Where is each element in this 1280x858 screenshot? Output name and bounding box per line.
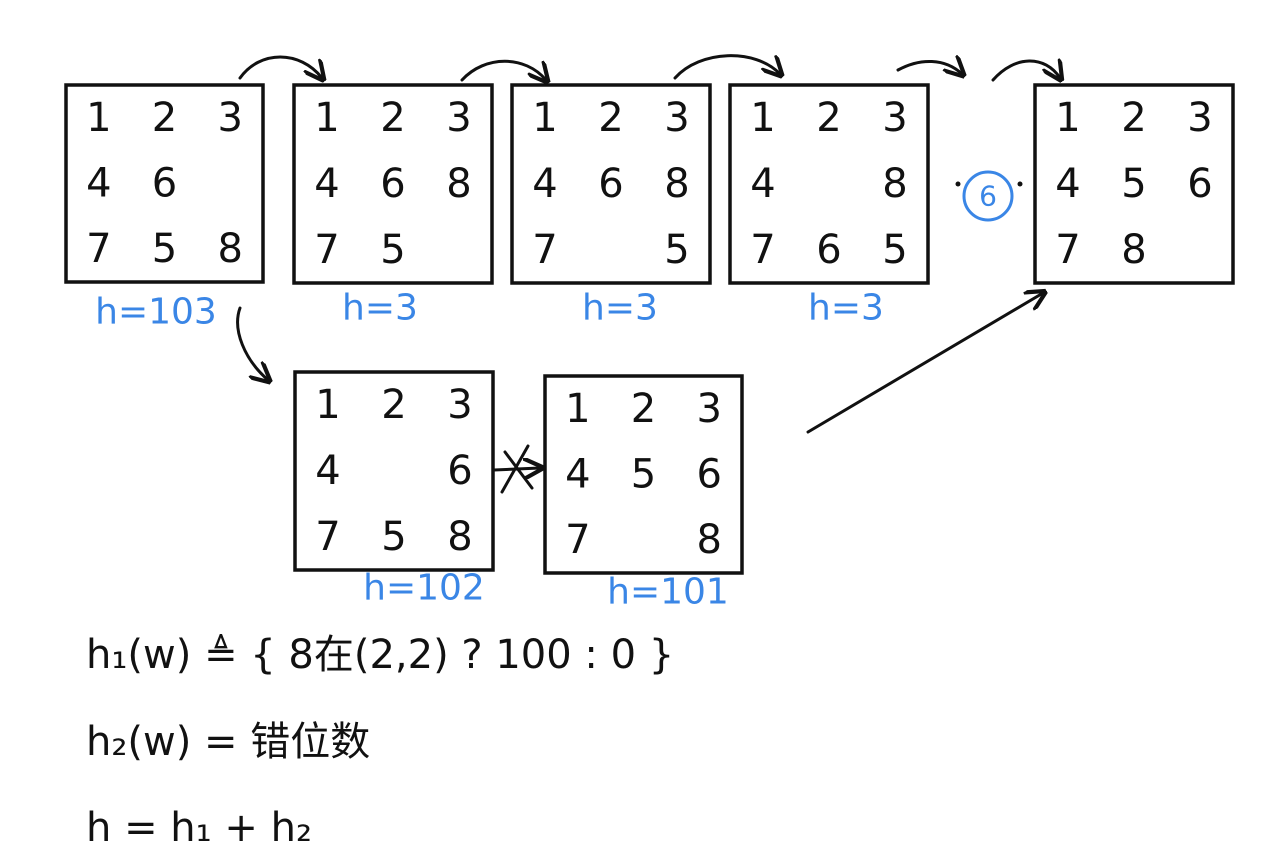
arrow-down2-to-goal <box>806 293 1043 434</box>
tile-4: 4 <box>314 161 339 207</box>
tile-6: 6 <box>816 227 841 273</box>
tile-7: 7 <box>750 227 775 273</box>
board-frame <box>292 83 494 285</box>
heuristic-label: h=101 <box>607 572 729 613</box>
tile-6: 6 <box>696 452 721 498</box>
tile-7: 7 <box>1055 227 1080 273</box>
tile-5: 5 <box>664 227 689 273</box>
tile-5: 5 <box>631 452 656 498</box>
board-frame <box>728 83 930 285</box>
arrow-step3-to-ellipsis <box>896 61 962 74</box>
tile-2: 2 <box>381 382 406 428</box>
tile-1: 1 <box>314 95 339 141</box>
tile-2: 2 <box>1121 95 1146 141</box>
tile-2: 2 <box>816 95 841 141</box>
tile-5: 5 <box>1121 161 1146 207</box>
heuristic-label: h=3 <box>582 288 658 329</box>
tile-8: 8 <box>447 514 472 560</box>
tile-3: 3 <box>217 95 242 141</box>
tile-6: 6 <box>380 161 405 207</box>
tile-4: 4 <box>1055 161 1080 207</box>
tile-5: 5 <box>882 227 907 273</box>
tile-1: 1 <box>750 95 775 141</box>
tile-5: 5 <box>380 227 405 273</box>
board-frame <box>293 370 495 572</box>
formulas: h₁(w) ≜ { 8在(2,2) ? 100 : 0 } h₂(w) = 错位… <box>86 632 674 851</box>
tile-4: 4 <box>532 161 557 207</box>
tile-8: 8 <box>217 226 242 272</box>
formula-h1: h₁(w) ≜ { 8在(2,2) ? 100 : 0 } <box>86 632 674 678</box>
tile-2: 2 <box>598 95 623 141</box>
arrow-start-to-down1 <box>236 306 268 380</box>
tile-5: 5 <box>152 226 177 272</box>
tile-3: 3 <box>447 382 472 428</box>
formula-h: h = h₁ + h₂ <box>86 805 312 851</box>
arrow-step1-to-step2 <box>460 59 546 80</box>
tile-4: 4 <box>565 452 590 498</box>
tile-1: 1 <box>565 386 590 432</box>
transition-arrows <box>236 54 1060 494</box>
tile-6: 6 <box>598 161 623 207</box>
board-frame <box>510 83 712 285</box>
tile-7: 7 <box>565 517 590 563</box>
tile-6: 6 <box>1187 161 1212 207</box>
tile-5: 5 <box>381 514 406 560</box>
tile-1: 1 <box>532 95 557 141</box>
ellipsis-dot-right <box>1017 181 1023 187</box>
arrow-ellipsis-to-goal <box>991 61 1060 80</box>
arrow-start-to-step1 <box>238 55 322 78</box>
tile-8: 8 <box>1121 227 1146 273</box>
tile-4: 4 <box>315 448 340 494</box>
tile-8: 8 <box>882 161 907 207</box>
tile-7: 7 <box>86 226 111 272</box>
tile-2: 2 <box>631 386 656 432</box>
tile-7: 7 <box>314 227 339 273</box>
cross-mark <box>500 444 534 494</box>
tile-7: 7 <box>315 514 340 560</box>
tile-7: 7 <box>532 227 557 273</box>
tile-8: 8 <box>696 517 721 563</box>
ellipsis-count-circle <box>962 170 1014 222</box>
tile-1: 1 <box>315 382 340 428</box>
tile-2: 2 <box>380 95 405 141</box>
tile-8: 8 <box>446 161 471 207</box>
board-frame <box>1033 83 1235 285</box>
tile-6: 6 <box>152 161 177 207</box>
arrow-step2-to-step3 <box>673 54 780 78</box>
tile-4: 4 <box>86 161 111 207</box>
tile-6: 6 <box>447 448 472 494</box>
heuristic-label: h=3 <box>808 288 884 329</box>
tile-4: 4 <box>750 161 775 207</box>
tile-2: 2 <box>152 95 177 141</box>
formula-h2: h₂(w) = 错位数 <box>86 719 370 765</box>
tile-3: 3 <box>1187 95 1212 141</box>
ellipsis-count-label: 6 <box>979 180 997 213</box>
heuristic-label: h=103 <box>95 292 217 333</box>
board-frame <box>543 374 744 575</box>
tile-3: 3 <box>664 95 689 141</box>
ellipsis-dot-left <box>955 181 961 187</box>
tile-1: 1 <box>1055 95 1080 141</box>
tile-3: 3 <box>696 386 721 432</box>
heuristic-label: h=102 <box>363 568 485 609</box>
tile-8: 8 <box>664 161 689 207</box>
board-frame <box>64 83 265 284</box>
tile-1: 1 <box>86 95 111 141</box>
ellipsis-marker: 6 <box>955 170 1023 222</box>
heuristic-label: h=3 <box>342 288 418 329</box>
tile-3: 3 <box>446 95 471 141</box>
tile-3: 3 <box>882 95 907 141</box>
